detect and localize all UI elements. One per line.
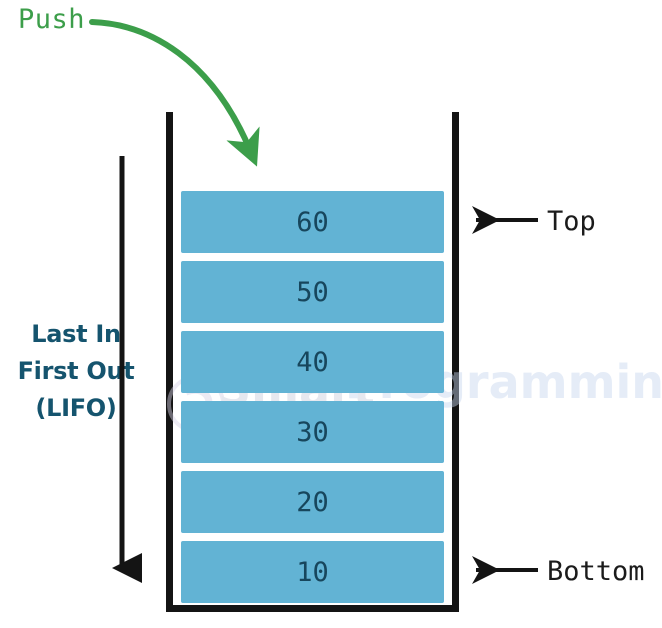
lifo-line-3: (LIFO) [35,394,117,422]
stack-item-2: 40 [181,331,444,393]
lifo-line-2: First Out [17,357,135,385]
lifo-line-1: Last In [31,320,121,348]
top-label: Top [547,206,596,237]
stack-item-0: 60 [181,191,444,253]
stack-item-3: 30 [181,401,444,463]
stack-wall-bottom [166,605,459,612]
bottom-label: Bottom [547,556,645,587]
stack-item-5: 10 [181,541,444,603]
stack-wall-left [166,112,173,612]
push-label: Push [18,4,86,35]
stack-wall-right [452,112,459,612]
stack-item-1: 50 [181,261,444,323]
lifo-caption: Last In First Out (LIFO) [0,316,152,427]
stack-item-4: 20 [181,471,444,533]
